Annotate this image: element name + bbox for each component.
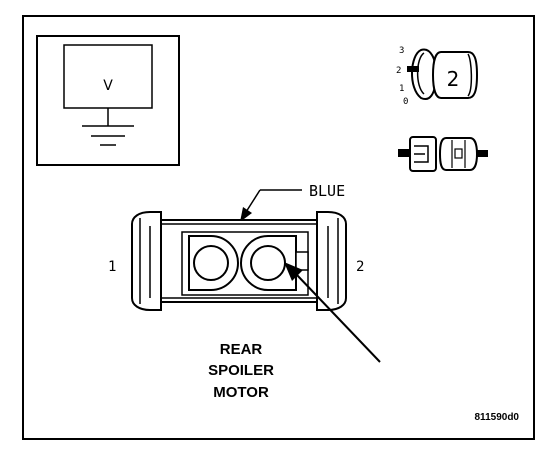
switch-position-2: 2	[396, 66, 401, 76]
probe-arrow	[284, 262, 381, 363]
component-name-line-2: SPOILER	[208, 362, 274, 379]
wire-color-callout: BLUE	[240, 182, 345, 222]
wire-color-label: BLUE	[309, 182, 345, 200]
pin-2-label: 2	[356, 259, 364, 275]
motor-connector	[131, 211, 347, 311]
voltmeter-icon: V	[36, 35, 180, 166]
ignition-switch-icon: 3 2 1 0 2	[396, 46, 479, 107]
pin-1-label: 1	[108, 259, 116, 275]
switch-position-1: 1	[399, 84, 404, 94]
component-name-line-3: MOTOR	[213, 384, 269, 401]
switch-position-0: 0	[403, 97, 408, 107]
switch-selected-position: 2	[447, 67, 460, 91]
switch-position-3: 3	[399, 46, 404, 56]
backprobe-connector-icon	[398, 136, 488, 172]
component-name-line-1: REAR	[220, 341, 263, 358]
meter-symbol: V	[103, 78, 113, 94]
figure-id: 811590d0	[475, 412, 520, 423]
outer-frame	[22, 15, 535, 440]
